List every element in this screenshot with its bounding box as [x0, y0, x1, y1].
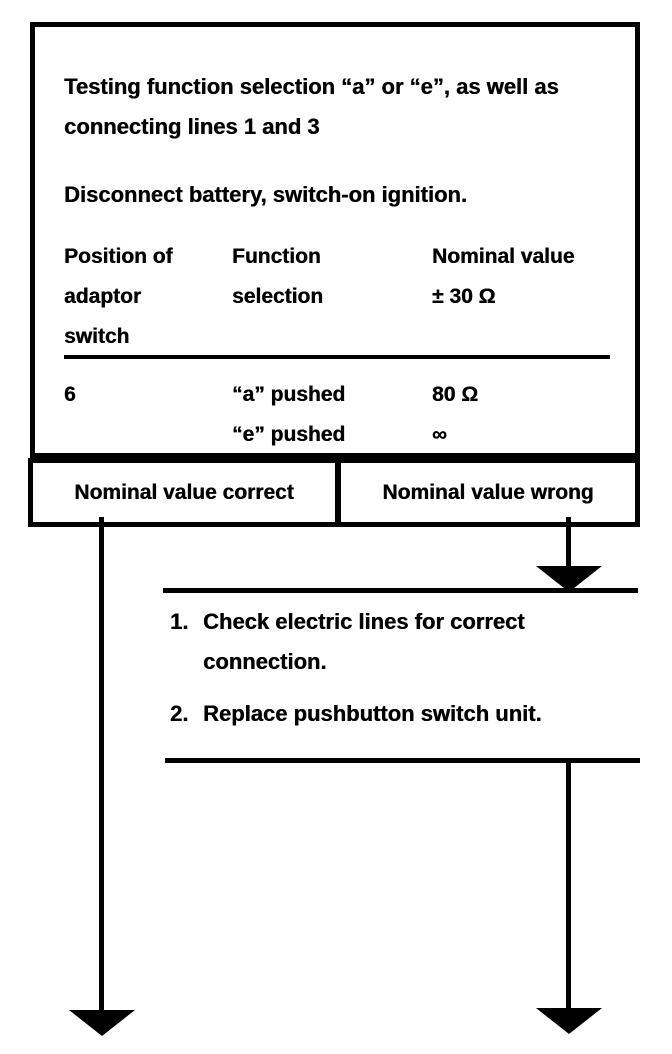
arrow-down-icon [69, 1010, 135, 1036]
table-header-nominal-value: Nominal value ± 30 Ω [432, 245, 575, 308]
outcome-correct-box: Nominal value correct [74, 480, 294, 504]
connector-correct-branch-line [99, 517, 104, 1012]
step-text: Check electric lines for correct connect… [203, 609, 525, 674]
connector-wrong-branch-line-upper [566, 517, 571, 568]
test-procedure-box: Testing function selection “a” or “e”, a… [30, 22, 640, 458]
table-cell-nominal-value: 80 Ω ∞ [432, 383, 479, 446]
arrow-down-icon [536, 1008, 602, 1034]
table-header-position: Position of adaptor switch [64, 245, 173, 348]
table-header-rule [64, 355, 610, 359]
table-cell-function: “a” pushed “e” pushed [232, 383, 346, 446]
table-header-function: Function selection [232, 245, 324, 308]
outcome-divider [335, 463, 341, 522]
step-text: Replace pushbutton switch unit. [203, 701, 542, 726]
steps-section-bottom-rule [165, 758, 640, 763]
connector-wrong-branch-line-lower [566, 760, 571, 1010]
procedure-instruction: Disconnect battery, switch-on ignition. [64, 182, 467, 207]
procedure-title: Testing function selection “a” or “e”, a… [64, 74, 559, 139]
step-number: 1. [170, 609, 189, 634]
steps-section-top-rule [163, 588, 638, 593]
step-number: 2. [170, 701, 189, 726]
outcome-wrong-box: Nominal value wrong [382, 480, 594, 504]
arrow-down-icon [536, 566, 602, 592]
table-cell-position: 6 [64, 383, 76, 406]
outcome-band: Nominal value correct Nominal value wron… [28, 458, 640, 527]
